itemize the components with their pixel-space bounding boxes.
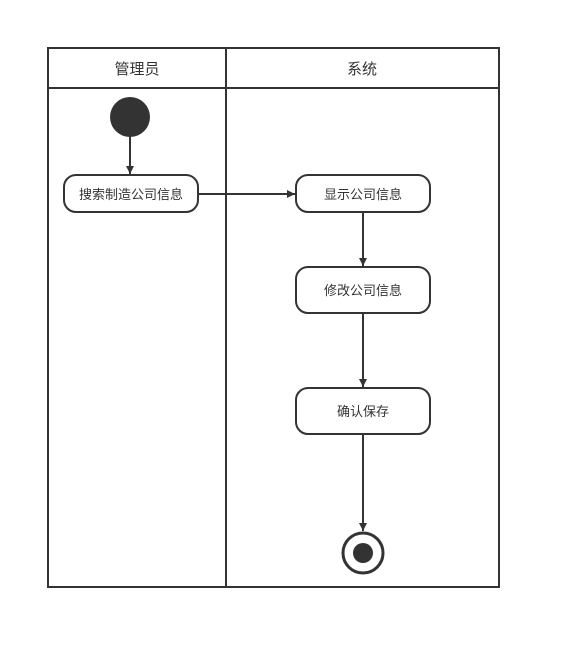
action-modify-company-box — [295, 266, 431, 314]
action-confirm-save-box — [295, 387, 431, 435]
action-confirm-save-label: 确认保存 — [337, 405, 389, 420]
action-confirm-save: 确认保存 — [295, 387, 431, 435]
final-node — [341, 531, 385, 575]
flows — [126, 136, 367, 531]
lane-title-admin: 管理员 — [114, 60, 159, 78]
action-modify-company: 修改公司信息 — [295, 266, 431, 314]
swimlane-outer-border — [47, 47, 500, 588]
lane-title-system: 系统 — [347, 60, 377, 78]
action-display-company-label: 显示公司信息 — [324, 187, 402, 203]
action-search-company-label: 搜索制造公司信息 — [79, 187, 183, 203]
action-search-company: 搜索制造公司信息 — [63, 174, 199, 213]
final-node-core — [353, 543, 373, 563]
action-display-company: 显示公司信息 — [295, 174, 431, 213]
swimlane-frame — [47, 47, 500, 588]
initial-node — [110, 97, 150, 137]
action-search-company-box — [63, 174, 199, 213]
action-modify-company-label: 修改公司信息 — [324, 283, 402, 299]
action-display-company-box — [295, 174, 431, 213]
